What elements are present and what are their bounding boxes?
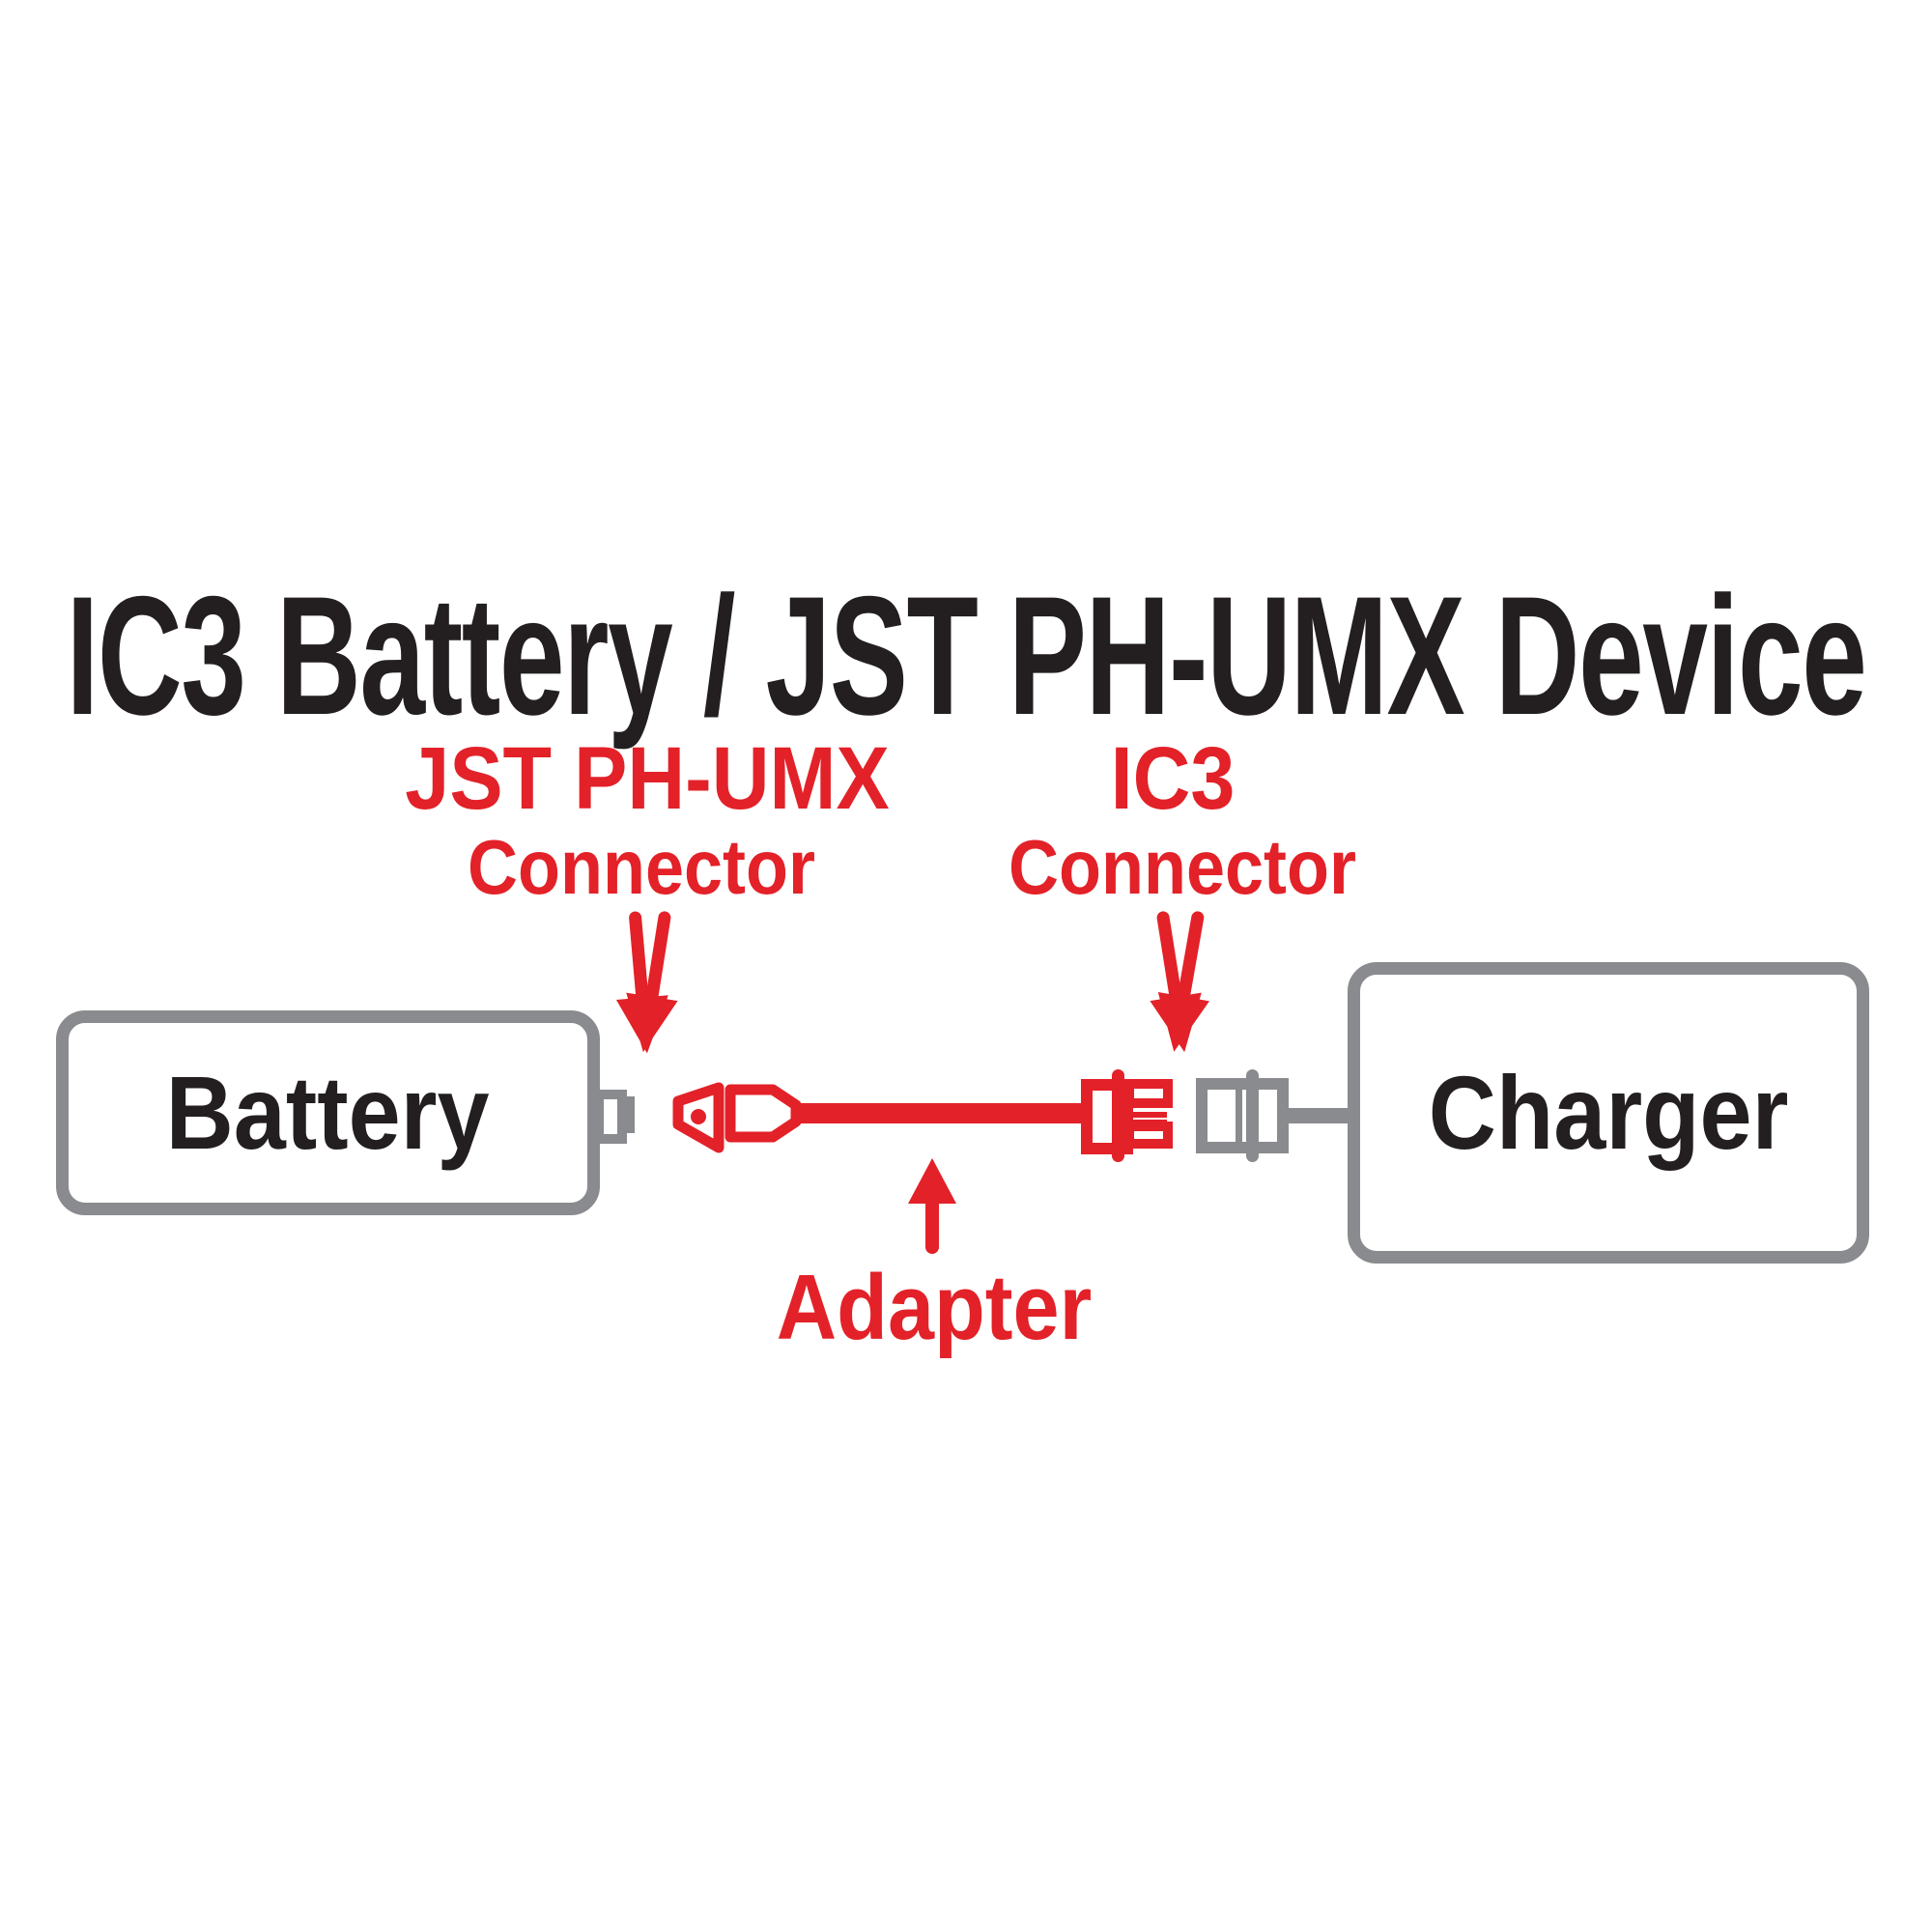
adapter-cable <box>792 1103 1084 1123</box>
battery-box: Battery <box>56 1010 600 1215</box>
jst-ph-umx-callout-label: JST PH-UMX <box>405 729 890 828</box>
charger-box: Charger <box>1348 962 1869 1264</box>
ic3-connector-callout-label: Connector <box>1009 824 1356 910</box>
charger-wire <box>1289 1108 1356 1123</box>
battery-label: Battery <box>166 1054 490 1171</box>
ic3-male-connector-icon <box>1081 1069 1173 1162</box>
ic3-callout-label: IC3 <box>1110 729 1236 828</box>
adapter-label: Adapter <box>776 1256 1093 1359</box>
jst-callout-arrow-right-icon <box>617 914 690 1057</box>
battery-port-icon <box>594 1090 635 1144</box>
charger-label: Charger <box>1428 1054 1789 1171</box>
jst-connector-callout-label: Connector <box>468 824 815 910</box>
page-title: IC3 Battery / JST PH-UMX Device <box>66 562 1866 751</box>
adapter-callout-arrow-icon <box>908 1158 956 1254</box>
ic3-female-connector-icon <box>1196 1069 1289 1162</box>
jst-ph-umx-plug-icon <box>672 1082 802 1153</box>
